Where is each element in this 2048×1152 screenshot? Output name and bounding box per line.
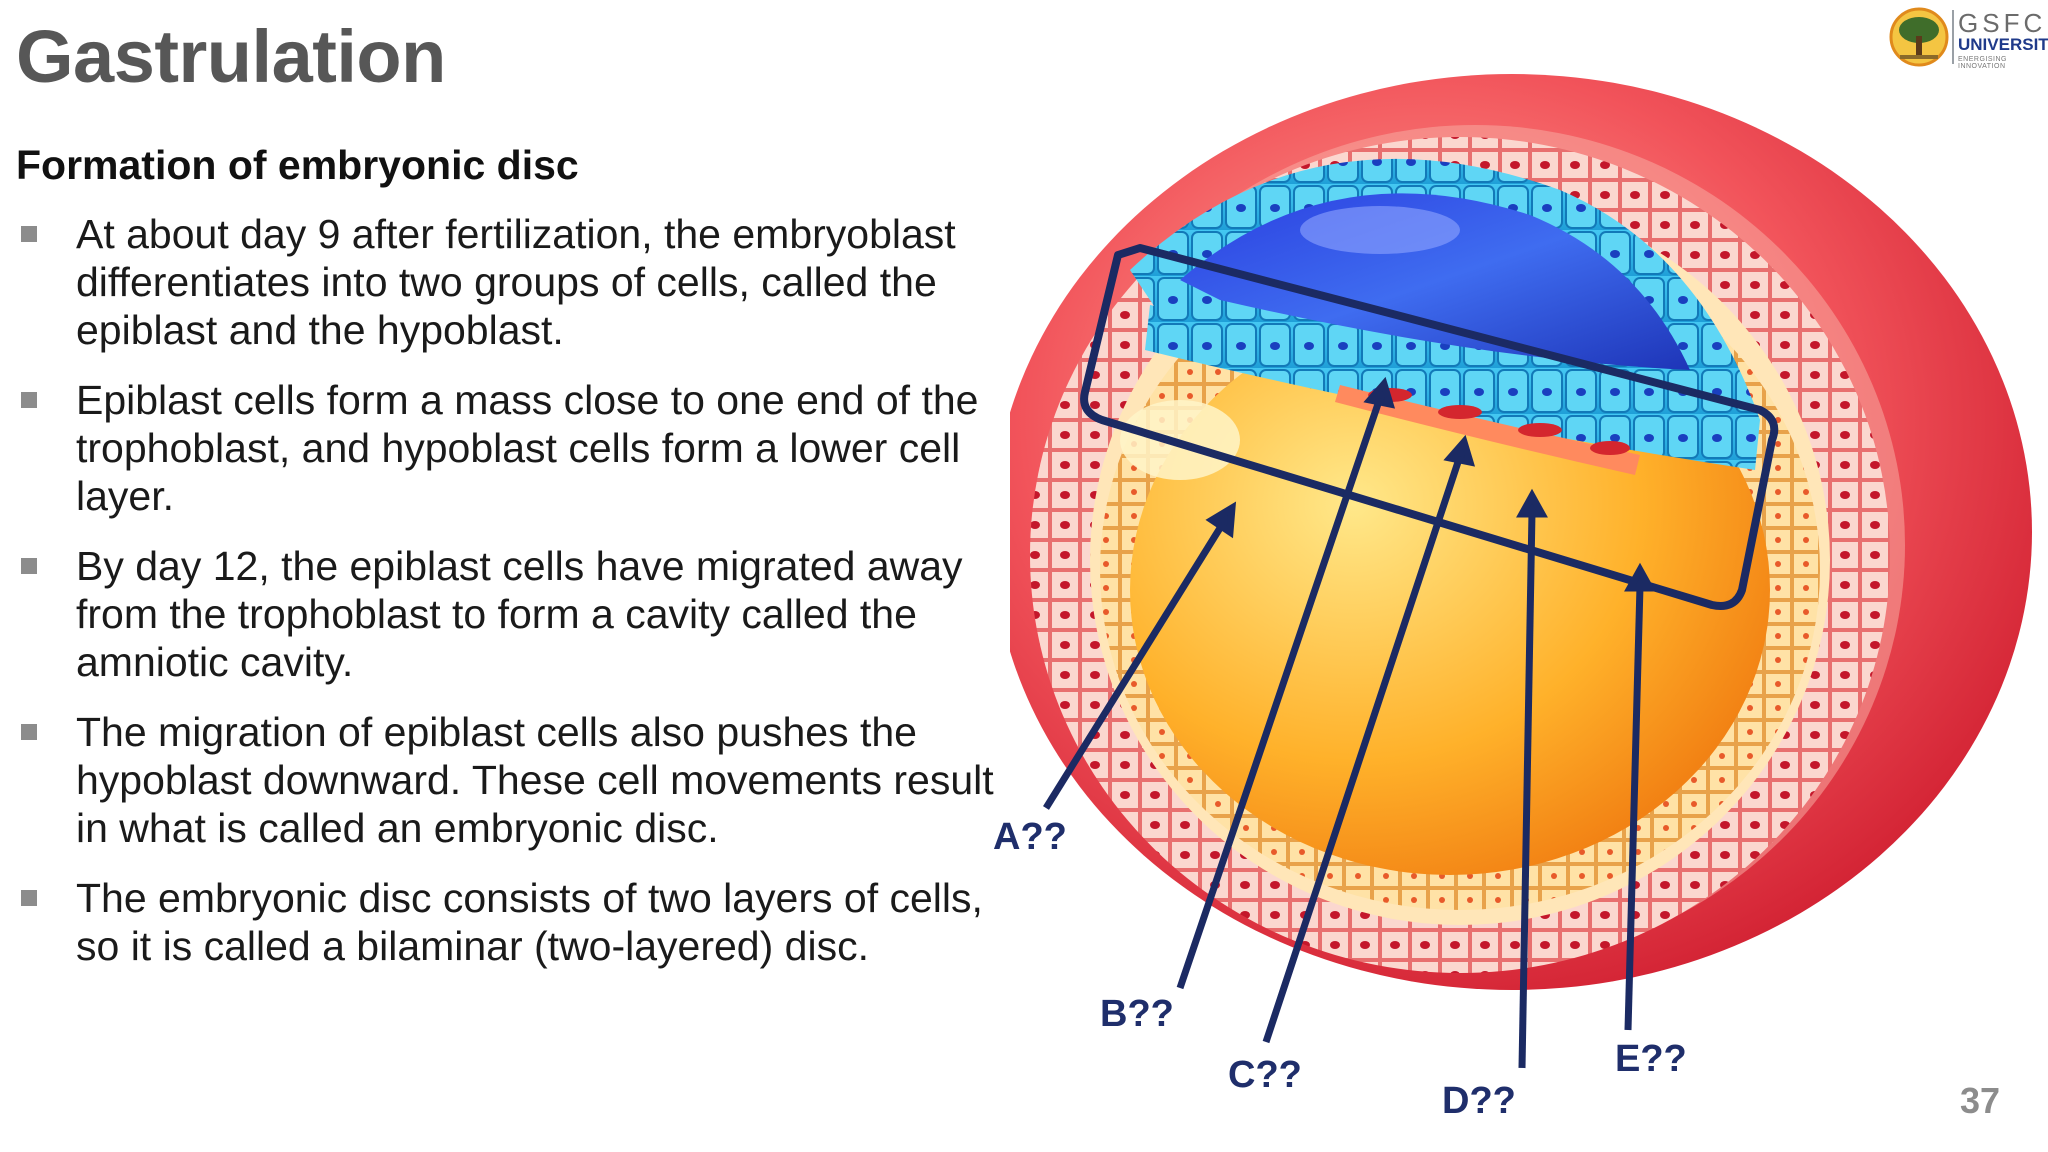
bilaminar-disc-highlight-box: [1080, 244, 1779, 610]
tree-logo-icon: [1889, 7, 1949, 67]
bullet-square-icon: [21, 890, 37, 906]
logo-subname: UNIVERSITY: [1958, 35, 2048, 54]
university-logo: GSFC UNIVERSITY ENERGISING INNOVATION: [1888, 4, 2048, 70]
page-number: 37: [1960, 1080, 2001, 1121]
bullet-text: The migration of epiblast cells also pus…: [76, 709, 994, 851]
bullet-text: At about day 9 after fertilization, the …: [76, 211, 956, 353]
arrow-a-head: [1205, 501, 1237, 539]
label-b: B??: [1100, 993, 1174, 1035]
arrow-e-head: [1624, 562, 1656, 592]
slide-title: Gastrulation: [16, 15, 446, 98]
bullet-square-icon: [21, 724, 37, 740]
label-a: A??: [993, 816, 1067, 858]
bullet-text: By day 12, the epiblast cells have migra…: [76, 543, 963, 685]
amniotic-highlight: [1300, 206, 1460, 254]
arrow-a-line: [1043, 518, 1228, 810]
arrow-d-head: [1516, 488, 1548, 518]
logo-divider: [1952, 10, 1954, 64]
pointer-arrows: [1043, 376, 1656, 1069]
bullet-text: Epiblast cells form a mass close to one …: [76, 377, 979, 519]
arrow-e-line: [1624, 585, 1644, 1031]
label-c: C??: [1228, 1054, 1302, 1096]
embryonic-disc-figure: [1010, 74, 2032, 1069]
arrow-b-line: [1176, 396, 1384, 990]
logo-tagline: ENERGISING INNOVATION: [1958, 56, 2007, 70]
bullet-square-icon: [21, 226, 37, 242]
bullet-text: The embryonic disc consists of two layer…: [76, 875, 983, 969]
logo-name: GSFC: [1958, 8, 2047, 38]
arrow-c-head: [1443, 434, 1476, 467]
arrow-b-head: [1363, 376, 1396, 409]
label-d: D??: [1442, 1080, 1516, 1122]
blood-cell-band: [1335, 385, 1640, 475]
bullet-square-icon: [21, 392, 37, 408]
section-subtitle: Formation of embryonic disc: [16, 142, 579, 188]
arrow-d-line: [1518, 511, 1536, 1069]
arrow-c-line: [1262, 454, 1464, 1044]
label-e: E??: [1615, 1038, 1687, 1080]
bullet-square-icon: [21, 558, 37, 574]
epiblast-layer: [1145, 305, 1760, 470]
